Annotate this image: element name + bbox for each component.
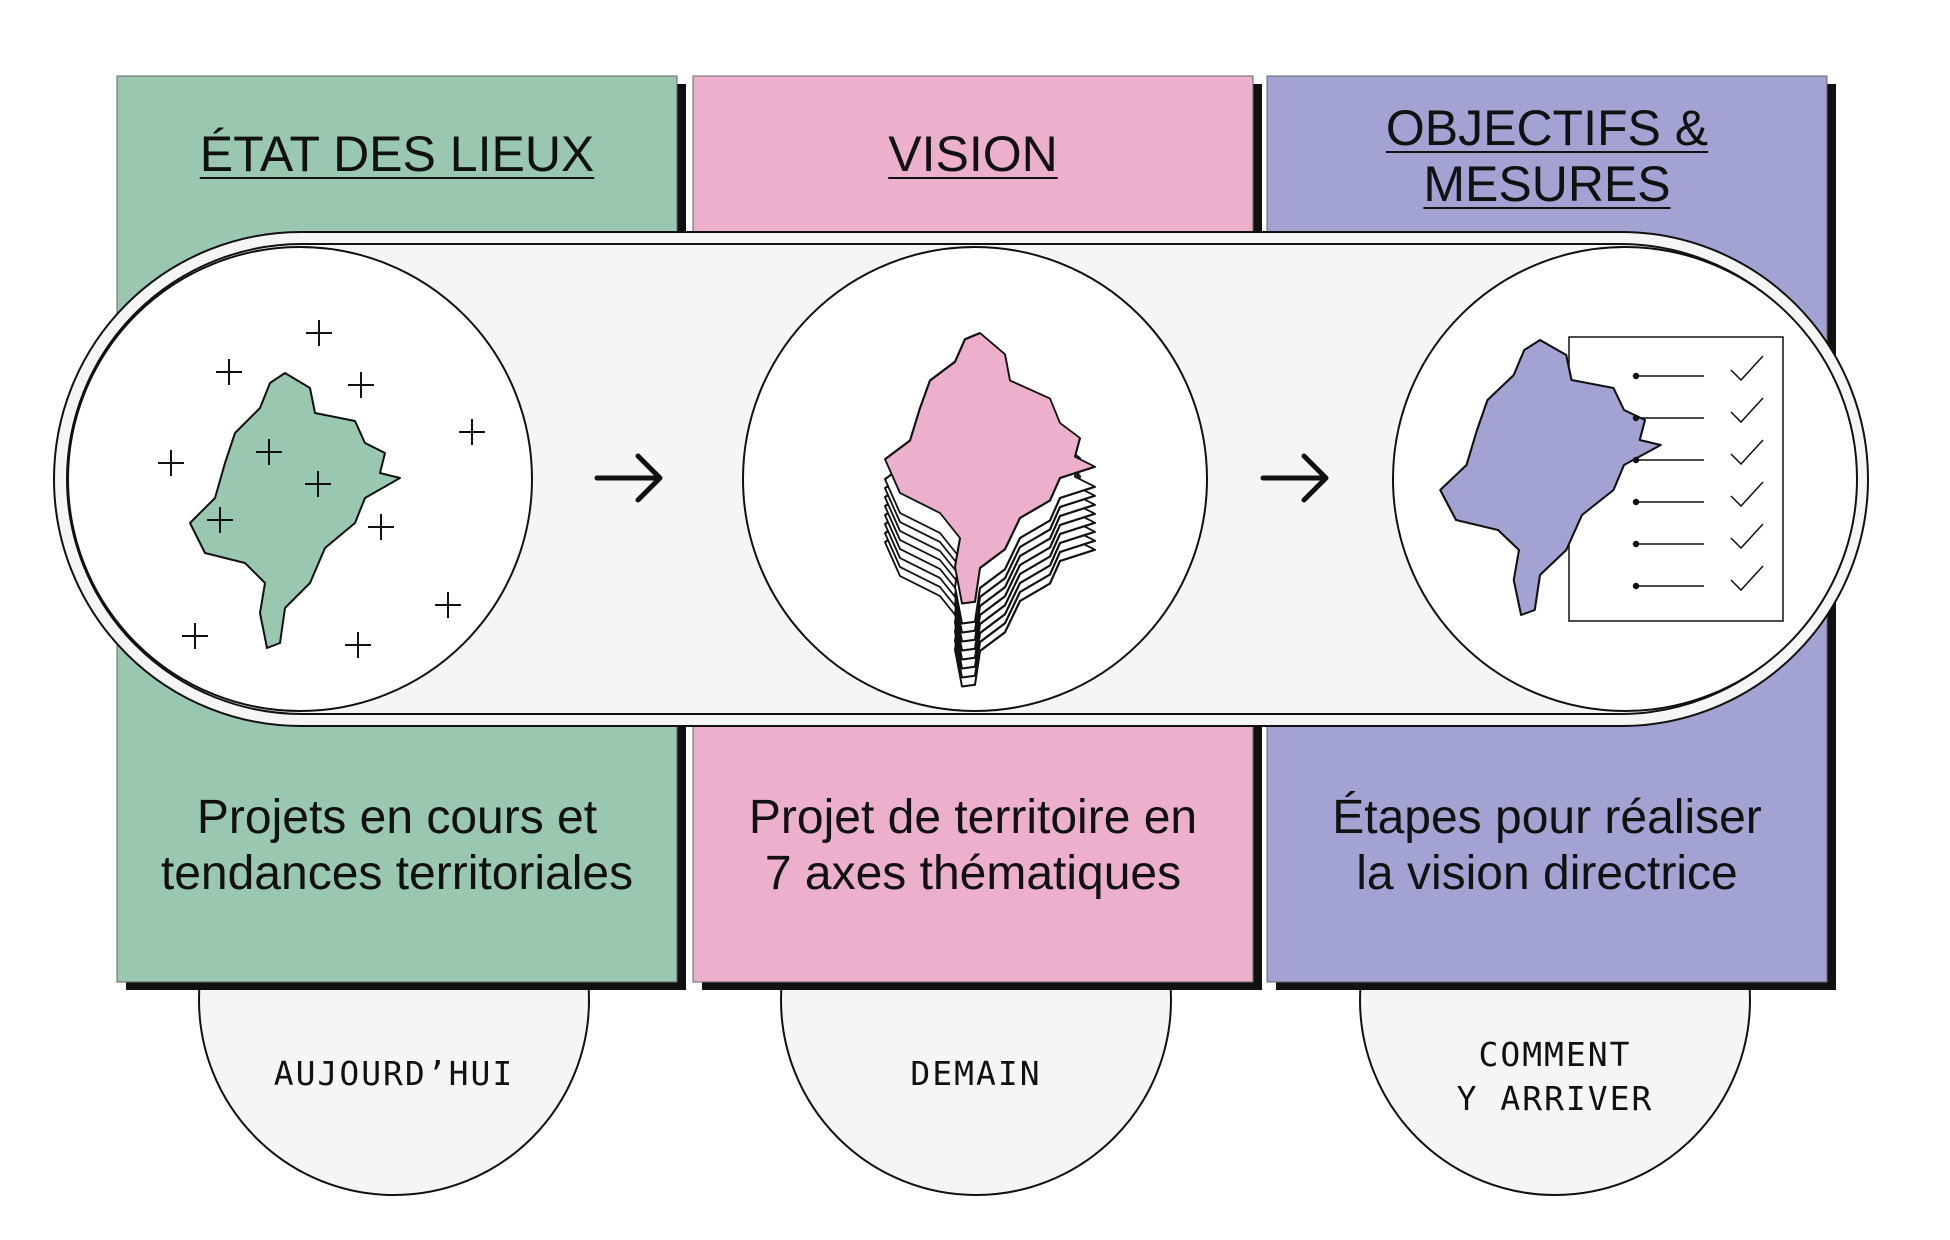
tab-label-how: COMMENT Y ARRIVER bbox=[1456, 1035, 1654, 1118]
column-description-vision: Projet de territoire en 7 axes thématiqu… bbox=[748, 791, 1198, 900]
map-with-checklist-icon bbox=[1392, 246, 1858, 712]
column-title-vision: VISION bbox=[888, 126, 1058, 182]
arrow-right-icon bbox=[594, 453, 663, 503]
tab-label-tomorrow: DEMAIN bbox=[910, 1054, 1042, 1093]
tab-label-today: AUJOURD’HUI bbox=[273, 1054, 515, 1093]
arrow-right-icon bbox=[1260, 453, 1329, 503]
column-description-etat-des-lieux: Projets en cours et tendances territoria… bbox=[160, 791, 634, 900]
map-with-crosses-icon bbox=[67, 246, 533, 712]
stacked-map-layers-icon bbox=[742, 246, 1208, 721]
column-description-objectifs: Étapes pour réaliser la vision directric… bbox=[1332, 791, 1762, 900]
column-title-etat-des-lieux: ÉTAT DES LIEUX bbox=[199, 126, 595, 182]
checklist-rows bbox=[1632, 355, 1764, 592]
column-title-objectifs: OBJECTIFS & MESURES bbox=[1385, 100, 1709, 212]
